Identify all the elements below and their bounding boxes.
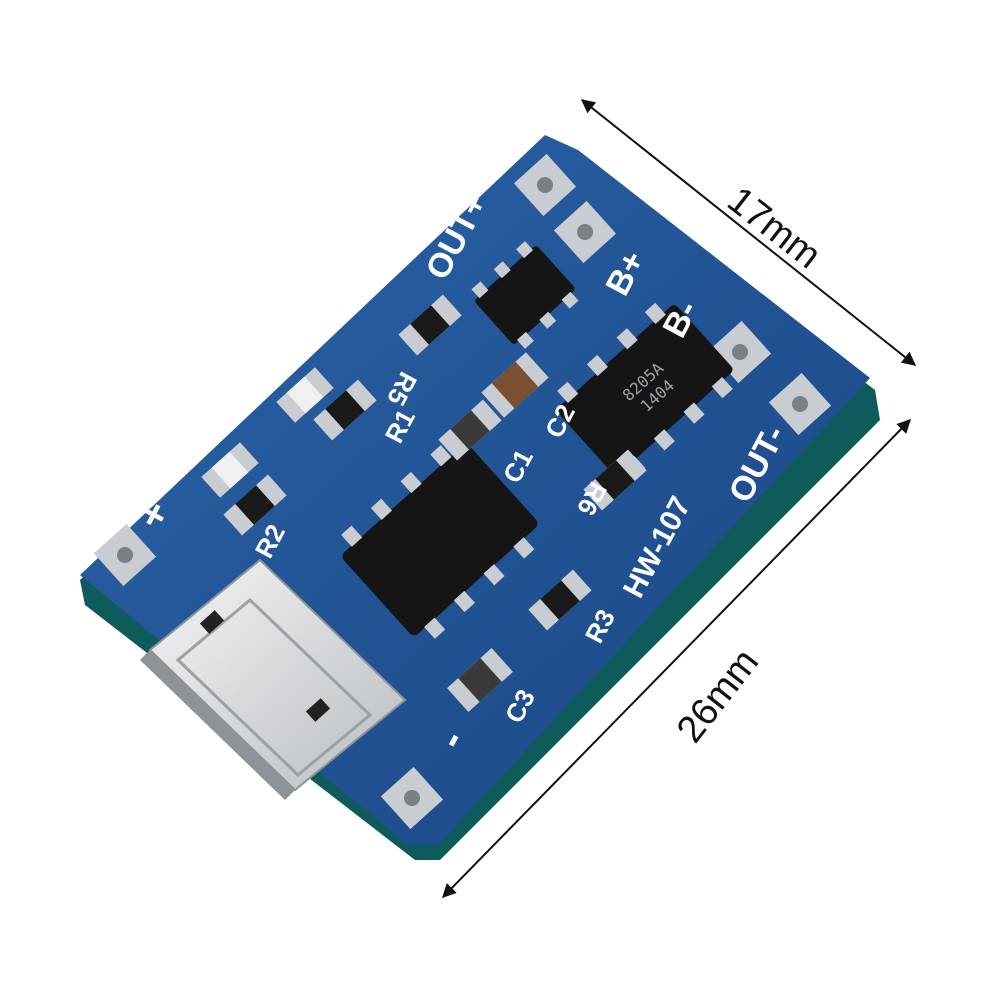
led-green	[201, 442, 259, 498]
usb-slot-left	[199, 610, 225, 634]
pad-in-minus	[380, 766, 444, 830]
pad-in-plus	[93, 523, 157, 587]
usb-port-opening	[175, 597, 373, 778]
resistor-r2-part	[223, 474, 287, 536]
dimension-length-label: 26mm	[669, 641, 767, 750]
capacitor-c2-part	[481, 352, 549, 418]
pad-out-minus	[768, 372, 832, 436]
pad-b-plus	[553, 200, 617, 264]
usb-slot-right	[305, 698, 331, 722]
charger-ic	[341, 444, 538, 639]
capacitor-c3-part	[446, 648, 514, 712]
resistor-r1-part	[313, 379, 377, 441]
dimension-width-label: 17mm	[719, 179, 828, 277]
resistor-r6-part	[583, 449, 647, 511]
led-red	[276, 367, 334, 423]
protection-ic	[471, 241, 579, 349]
resistor-r3-part	[528, 569, 592, 631]
charger-board: 8205A 1404	[80, 135, 880, 860]
capacitor-c1-part	[438, 399, 502, 461]
mosfet-ic: 8205A 1404	[557, 302, 733, 478]
micro-usb-connector	[140, 558, 407, 800]
pad-out-plus	[513, 153, 577, 217]
resistor-r5-part	[398, 294, 462, 356]
